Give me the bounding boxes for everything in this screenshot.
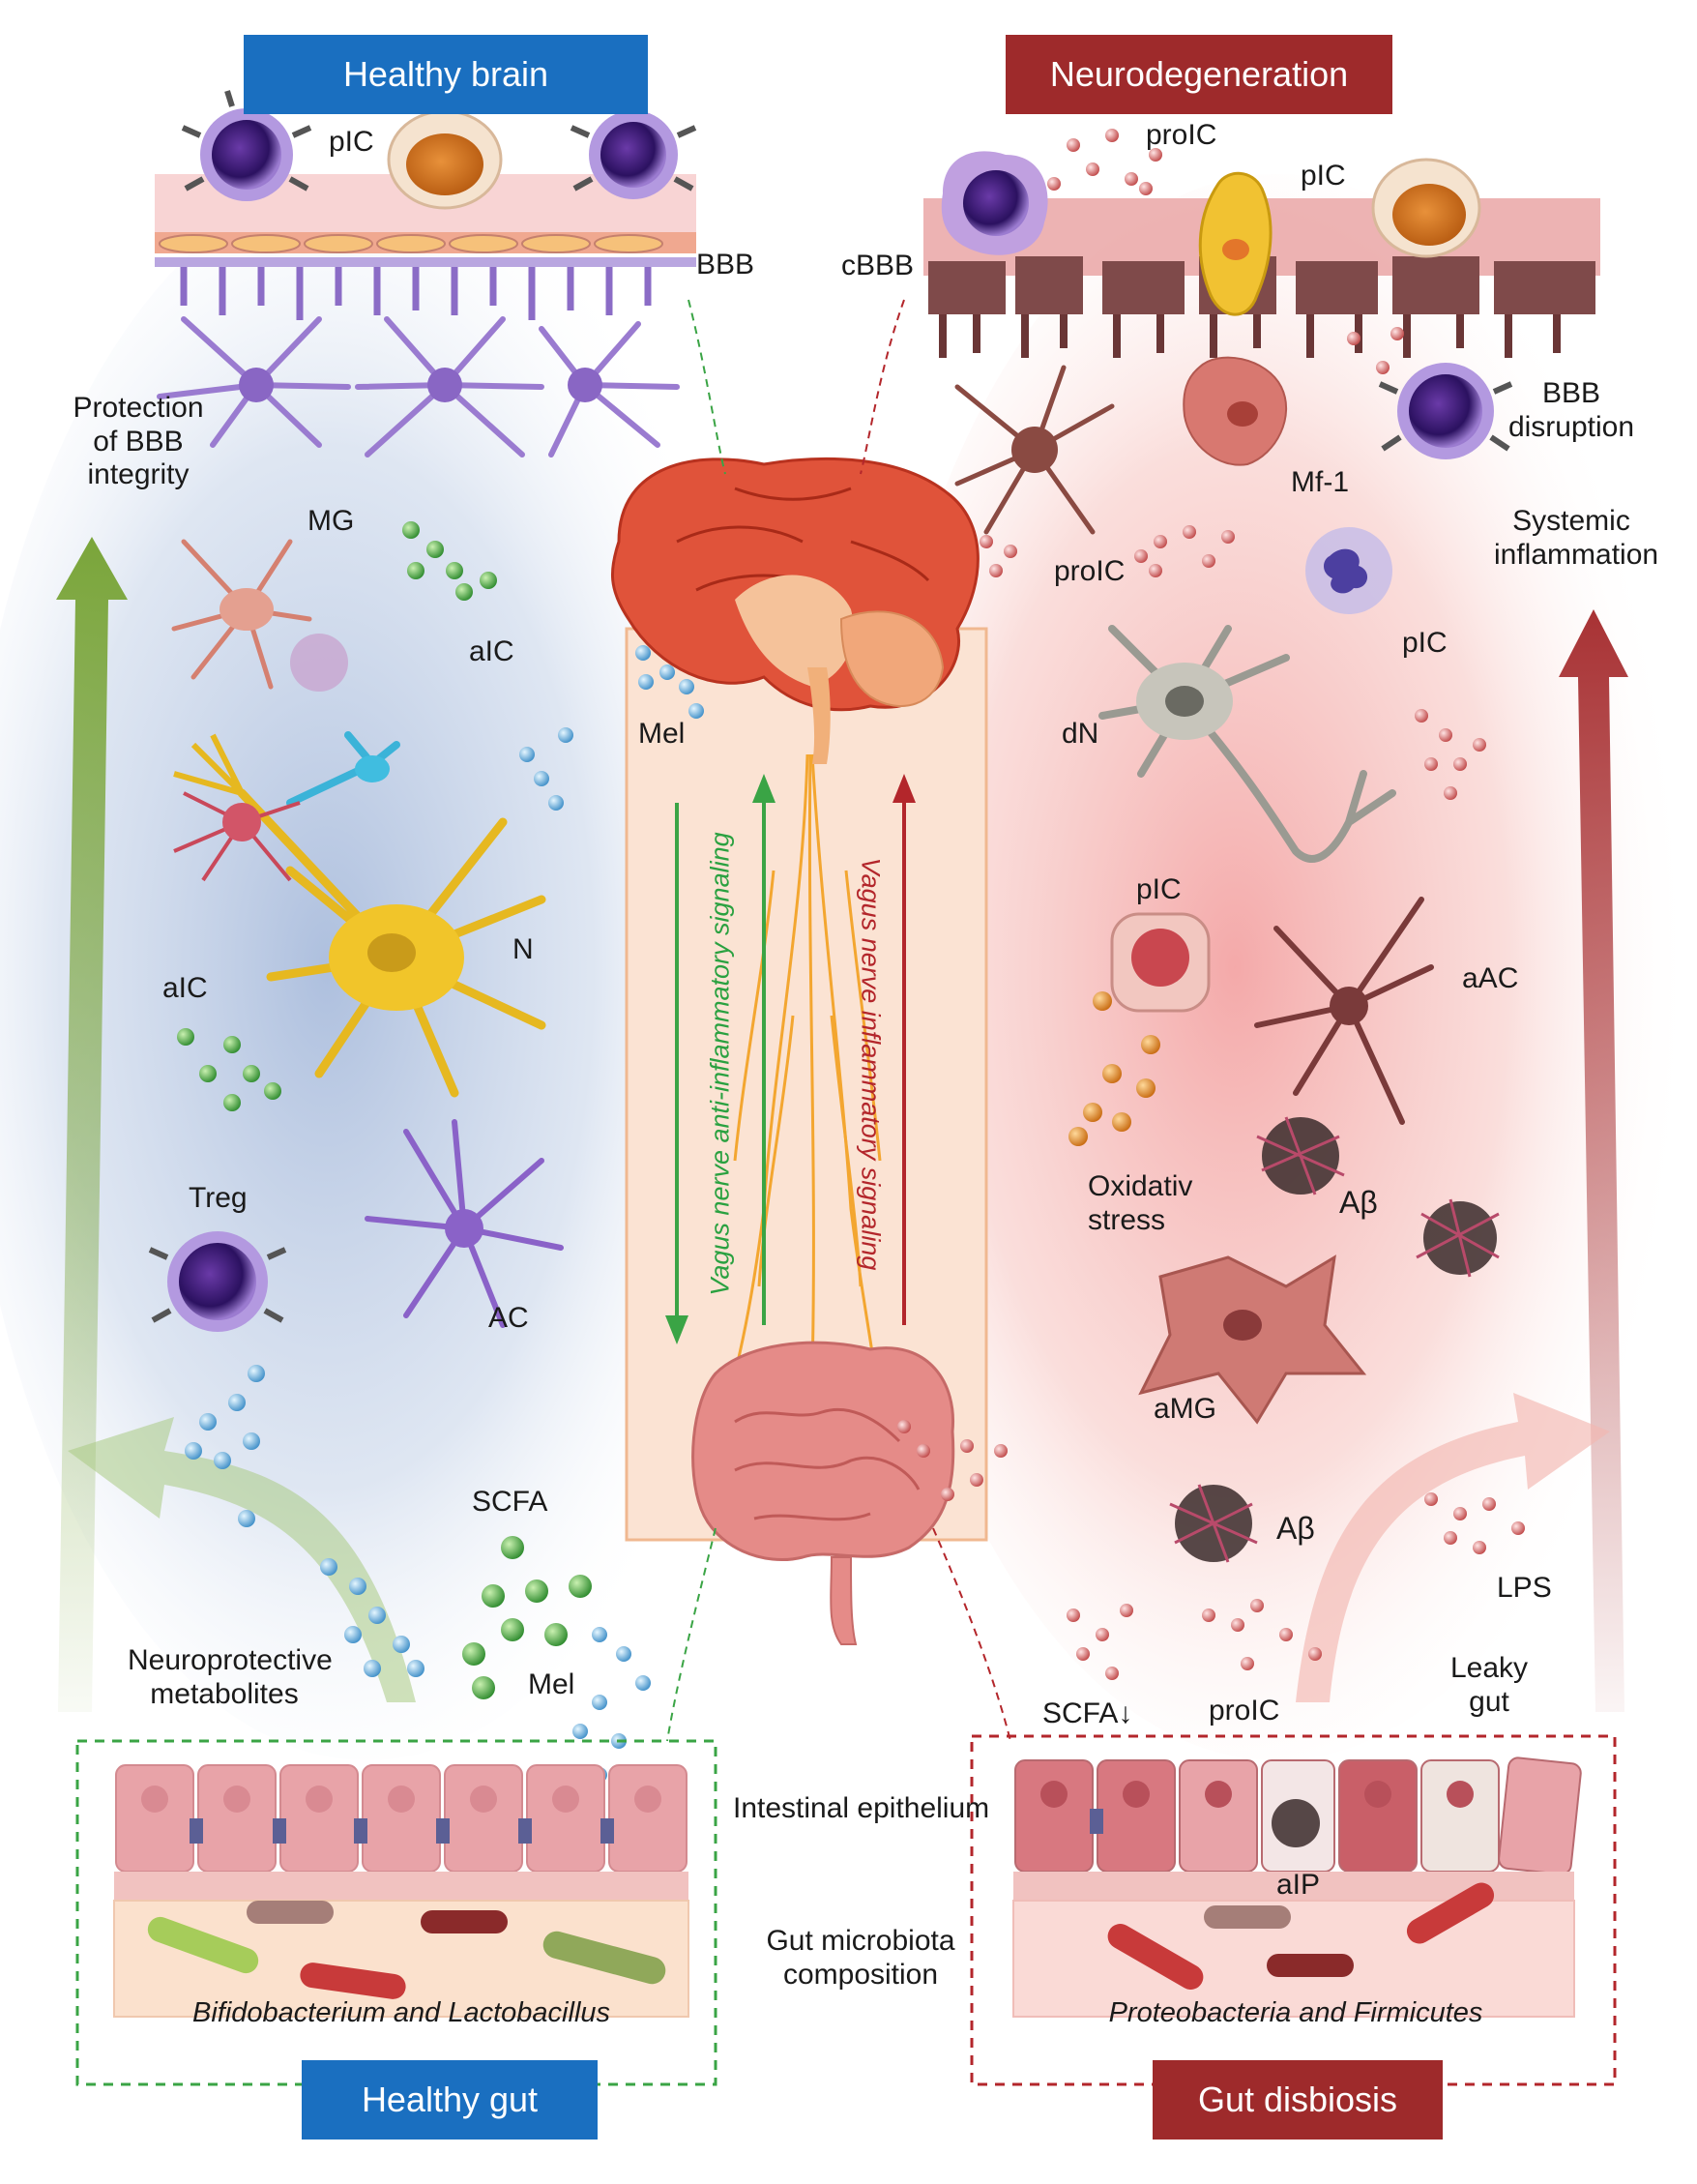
label-ac: AC: [488, 1302, 529, 1334]
label-mf1: Mf-1: [1291, 466, 1349, 498]
healthy-upward-arrow: [56, 537, 128, 1712]
mel-blue-balls-center: [635, 645, 704, 719]
oxidative-stress-balls: [1068, 991, 1160, 1146]
label-oxidative-stress: Oxidativ stress: [1088, 1170, 1193, 1236]
label-aip: aIP: [1276, 1869, 1321, 1901]
header-healthy-brain: Healthy brain: [244, 35, 648, 114]
label-bbb: BBB: [696, 249, 755, 280]
label-bbb-disruption: BBB disruption: [1507, 377, 1635, 443]
healthy-astrocytes-row: [157, 316, 680, 457]
leaky-epithelium: [1012, 1756, 1582, 2018]
healthy-epithelium: [113, 1764, 689, 2018]
dashed-connectors: [666, 299, 1011, 1742]
neuron-n: [173, 733, 546, 1098]
label-scfa: SCFA: [472, 1486, 548, 1518]
yellow-pic-cell: [1198, 171, 1273, 316]
healthy-gut-box: [75, 1739, 717, 2086]
label-lps: LPS: [1497, 1572, 1552, 1604]
red-microglia: [173, 791, 301, 882]
blue-balls-mid: [519, 727, 573, 811]
pic-cell-left-2: [570, 110, 697, 199]
pic-cell-right-purple: [941, 151, 1048, 255]
label-aac: aAC: [1462, 962, 1519, 994]
label-n: N: [512, 933, 534, 965]
amyloid-beta-3: [1416, 1198, 1500, 1278]
label-scfa-down: SCFA↓: [1042, 1697, 1133, 1729]
label-proic-low: proIC: [1209, 1695, 1280, 1727]
treg-cell: [148, 1231, 287, 1332]
label-gut-microbiota: Gut microbiota composition: [766, 1925, 955, 1991]
label-abeta-2: Aβ: [1276, 1511, 1315, 1546]
amyloid-beta-1: [1256, 1116, 1345, 1195]
header-healthy-gut: Healthy gut: [302, 2060, 598, 2140]
healthy-curved-arrow: [68, 1417, 416, 1702]
neuroprotective-blue-balls: [185, 1365, 424, 1677]
mf1-cell: [1183, 356, 1287, 466]
disease-curved-arrow: [1296, 1393, 1610, 1702]
label-healthy-bacteria: Bifidobacterium and Lactobacillus: [191, 1997, 611, 2028]
label-proic-mid: proIC: [1054, 555, 1126, 587]
label-mel-center: Mel: [638, 718, 686, 750]
label-cbbb: cBBB: [841, 250, 915, 281]
astrocyte-ac: [365, 1119, 564, 1328]
label-pic-right-mid: pIC: [1402, 627, 1448, 659]
label-aic-1: aIC: [469, 635, 514, 667]
label-systemic-inflammation: Systemic inflammation: [1494, 505, 1659, 571]
orange-cell-right: [1371, 158, 1481, 258]
brain-illustration: [610, 457, 980, 764]
label-leaky-gut: Leaky gut: [1449, 1652, 1529, 1718]
vagus-nerve-fibers: [733, 753, 882, 1374]
aic-green-balls-1: [402, 521, 497, 601]
label-pic-right-top: pIC: [1301, 160, 1346, 192]
label-intestinal-epithelium: Intestinal epithelium: [733, 1792, 990, 1824]
pic-cell-right-low: [1110, 912, 1211, 1013]
orange-cell-left: [387, 109, 503, 210]
label-aic-2: aIC: [162, 972, 208, 1004]
header-gut-disbiosis: Gut disbiosis: [1153, 2060, 1443, 2140]
label-pic-left: pIC: [329, 126, 374, 158]
label-disbiosis-bacteria: Proteobacteria and Firmicutes: [1108, 1997, 1483, 2028]
label-mg: MG: [307, 505, 355, 537]
label-vagus-inflammatory: Vagus nerve inflammatory signaling: [856, 857, 886, 1271]
scfa-green-balls: [462, 1536, 592, 1699]
right-red-glow: [861, 174, 1692, 1760]
disease-upward-arrow: [1559, 609, 1628, 1712]
label-neuroprotective: Neuroprotective metabolites: [128, 1644, 333, 1710]
label-amg: aMG: [1154, 1393, 1217, 1425]
active-astrocyte-aac: [1254, 897, 1434, 1125]
label-vagus-anti: Vagus nerve anti-inflammatory signaling: [705, 832, 735, 1296]
pic-cell-left-1: [181, 90, 312, 201]
amyloid-beta-2: [1169, 1484, 1258, 1563]
label-protection-bbb: Protection of BBB integrity: [73, 392, 204, 490]
neutrophil-pic: [1305, 527, 1392, 614]
label-proic-top: proIC: [1146, 119, 1217, 151]
microglia-mg: [171, 539, 312, 690]
header-neurodegeneration: Neurodegeneration: [1006, 35, 1392, 114]
brown-astrocyte: [954, 365, 1115, 535]
label-abeta-1: Aβ: [1339, 1185, 1378, 1220]
bbb-disruption-cell: [1378, 363, 1513, 459]
label-mel-low: Mel: [528, 1668, 575, 1700]
activated-microglia-amg: [1138, 1254, 1367, 1425]
aic-green-balls-2: [177, 1028, 281, 1111]
label-treg: Treg: [189, 1182, 248, 1214]
label-dn: dN: [1062, 718, 1099, 750]
intestine-illustration: [691, 1341, 955, 1645]
label-pic-right-low: pIC: [1136, 873, 1182, 905]
